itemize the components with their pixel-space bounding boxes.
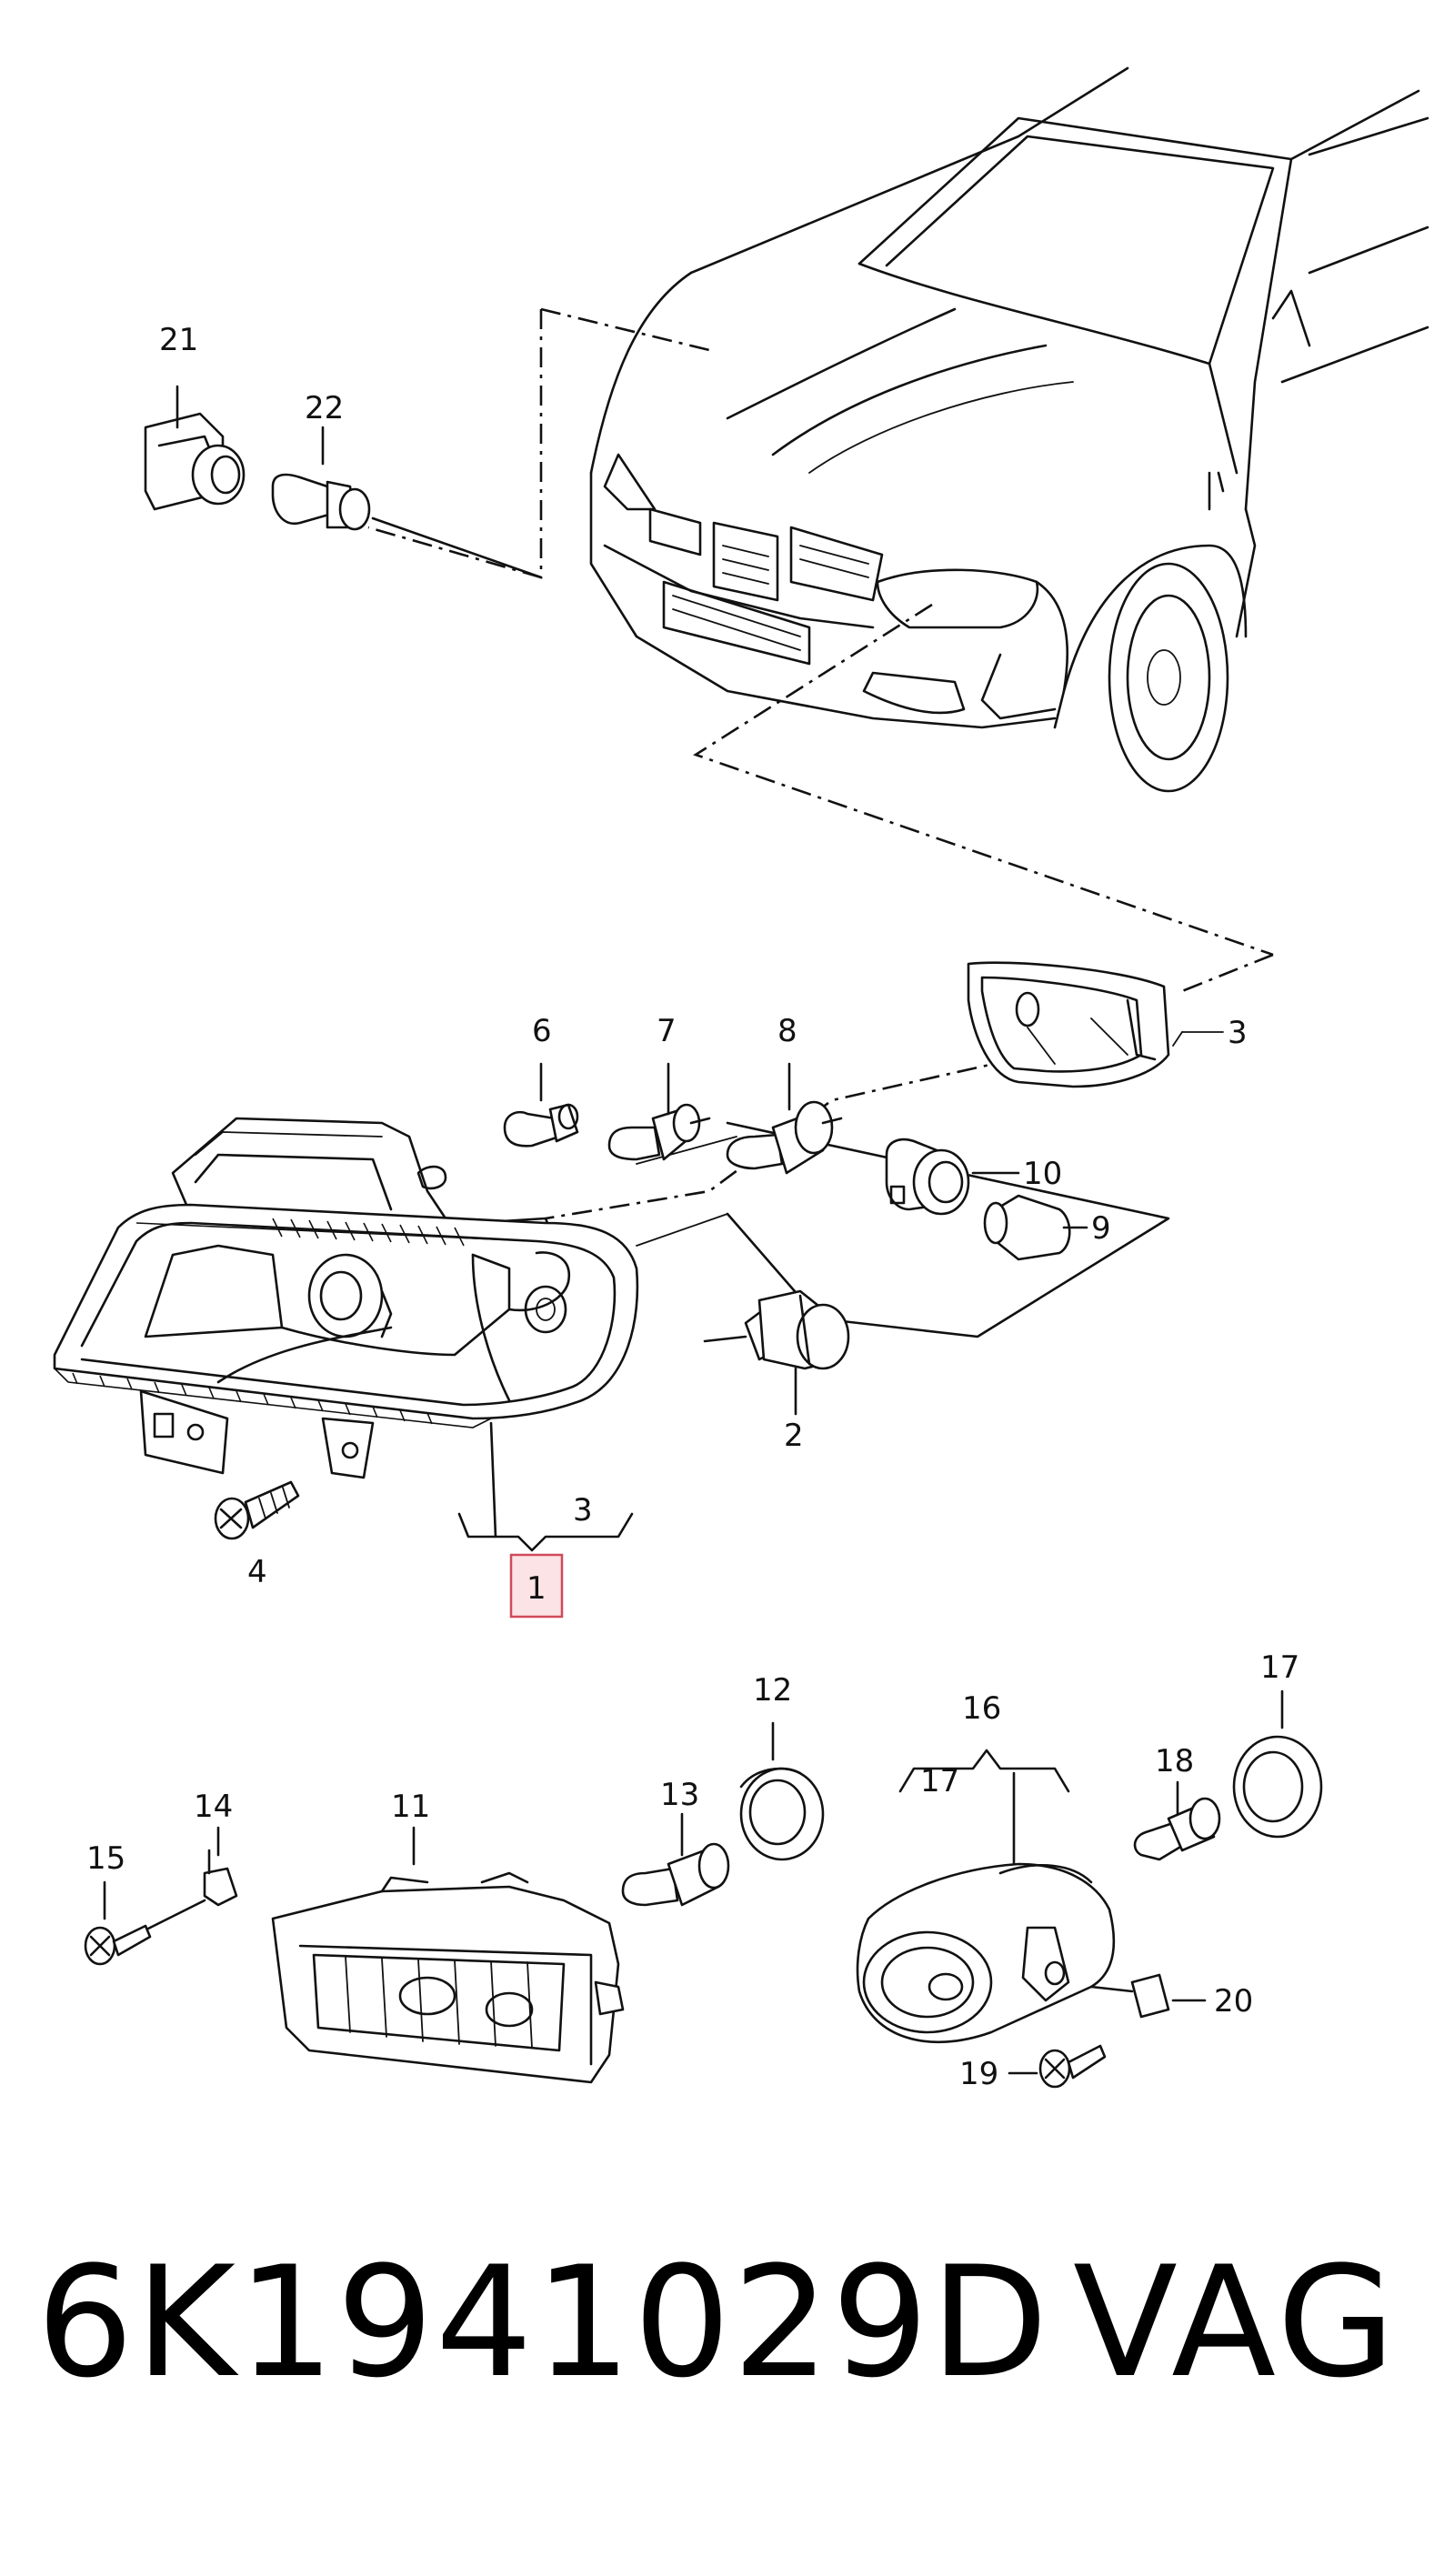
part-3-indicator — [967, 961, 1170, 1088]
callout-6: 6 — [532, 1013, 552, 1049]
callout-8: 8 — [777, 1013, 797, 1049]
part-10-socket — [885, 1138, 1020, 1216]
part-4-screw — [214, 1480, 300, 1540]
part-21-socket — [144, 385, 246, 511]
part-number-label: 6K1941029D — [36, 2233, 1050, 2411]
part-9-bulb — [983, 1194, 1088, 1261]
part-17-ring — [1232, 1689, 1323, 1839]
callout-11: 11 — [391, 1789, 430, 1825]
callout-18: 18 — [1155, 1743, 1194, 1779]
leader-lines — [367, 307, 1274, 1338]
car-front-illustration — [589, 66, 1429, 793]
callout-4: 4 — [247, 1554, 267, 1590]
callout-13: 13 — [660, 1777, 699, 1813]
callout-19: 19 — [959, 2056, 998, 2092]
part-12-ring — [739, 1721, 825, 1861]
callout-20: 20 — [1214, 1983, 1253, 2020]
callout-14: 14 — [194, 1789, 233, 1825]
part-8-bulb — [726, 1062, 843, 1175]
callout-16: 16 — [962, 1690, 1001, 1727]
part-7-bulb — [607, 1062, 711, 1161]
part-16-fog-lamp — [856, 1749, 1116, 2044]
callout-22: 22 — [305, 390, 344, 426]
part-1-headlamp — [53, 1117, 639, 1539]
highlight-box-1 — [509, 1553, 564, 1619]
part-15-screw — [84, 1880, 152, 1966]
brand-label: VAG — [1073, 2233, 1399, 2411]
callout-1: 1 — [526, 1570, 547, 1607]
callout-7: 7 — [657, 1013, 677, 1049]
callout-bracket-1 — [457, 1512, 634, 1619]
callout-3-indicator: 3 — [1228, 1015, 1248, 1051]
part-11-fog-housing — [271, 1826, 625, 2084]
part-22-bulb — [271, 426, 543, 579]
part-6-bulb — [503, 1062, 579, 1148]
callout-10: 10 — [1023, 1156, 1062, 1192]
callout-9: 9 — [1091, 1210, 1111, 1247]
callout-numbers: 21 22 6 7 8 3 10 9 2 3 1 4 12 16 17 17 1… — [86, 322, 1299, 2092]
part-2-connector — [703, 1289, 850, 1416]
callout-21: 21 — [159, 322, 198, 358]
callout-17-bracket: 17 — [920, 1763, 959, 1799]
part-20-clip — [1089, 1973, 1207, 2019]
callout-3-bracket: 3 — [573, 1492, 593, 1529]
part-14-clip — [139, 1826, 238, 1934]
callout-2: 2 — [784, 1418, 804, 1454]
part-13-bulb — [621, 1812, 730, 1907]
callout-15: 15 — [86, 1840, 125, 1877]
callout-17: 17 — [1260, 1649, 1299, 1686]
callout-12: 12 — [753, 1672, 792, 1709]
part-18-bulb — [1133, 1780, 1221, 1861]
part-19-screw — [1008, 2044, 1107, 2089]
